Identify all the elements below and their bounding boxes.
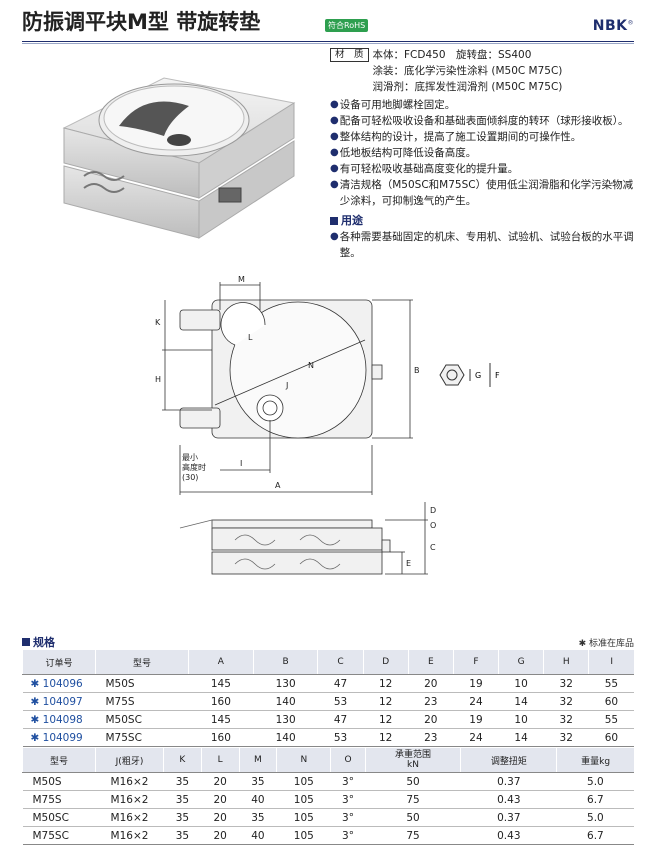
feature-item: ●有可轻松吸收基础高度变化的提升量。	[330, 163, 519, 175]
bullet-icon: ●	[330, 179, 339, 190]
dim-label-j: J	[285, 381, 288, 390]
dim-label-h: H	[155, 375, 161, 384]
min-height-label: 高度时	[182, 462, 206, 472]
feature-item: ●清洁规格（M50SC和M75SC）使用低尘润滑脂和化学污染物减少涂料，可抑制逸…	[330, 179, 634, 207]
bullet-icon: ●	[330, 147, 339, 158]
page-title: 防振调平块M型 带旋转垫	[22, 10, 261, 34]
bullet-icon: ●	[330, 115, 339, 126]
material-line: 涂装：底化学污染性涂料 (M50C M75C)	[372, 65, 563, 77]
usage-item: ●各种需要基础固定的机床、专用机、试验机、试验台板的水平调整。	[330, 231, 634, 259]
nbk-logo: NBK®	[592, 18, 634, 34]
col-header: N	[276, 748, 331, 773]
col-header: L	[200, 748, 239, 773]
col-header: M	[238, 748, 277, 773]
feature-item: ●低地板结构可降低设备高度。	[330, 147, 477, 159]
dim-label-l: L	[248, 333, 253, 342]
feature-list: ●设备可用地脚螺栓固定。 ●配备可轻松吸收设备和基础表面倾斜度的转环（球形接收板…	[330, 97, 640, 209]
col-header: 调整扭矩	[460, 748, 557, 773]
dim-label-d: D	[430, 506, 436, 515]
dim-label-m: M	[238, 275, 245, 284]
header-rule-thin	[22, 43, 634, 44]
square-icon	[22, 638, 30, 646]
table-header-row: 型号 J(粗牙) K L M N O 承重范围 kN 调整扭矩 重量kg	[22, 748, 634, 773]
material-line: 润滑剂：底挥发性润滑剂 (M50C M75C)	[372, 81, 563, 93]
material-line: 本体：FCD450 旋转盘：SS400	[372, 49, 532, 61]
product-photo	[62, 77, 296, 239]
col-header: O	[330, 748, 366, 773]
dim-label-b: B	[414, 366, 420, 375]
feature-item: ●配备可轻松吸收设备和基础表面倾斜度的转环（球形接收板）。	[330, 115, 629, 127]
spec-title: 规格	[33, 636, 55, 649]
col-header: 型号	[95, 650, 189, 675]
col-header: C	[317, 650, 364, 675]
header-rule	[22, 41, 634, 42]
col-header: 订单号	[22, 650, 96, 675]
bullet-icon: ●	[330, 163, 339, 174]
dim-label-f: F	[495, 371, 500, 380]
material-label: 材 质	[330, 48, 369, 62]
spec-table-performance: 型号 J(粗牙) K L M N O 承重范围 kN 调整扭矩 重量kg M50…	[22, 748, 634, 845]
nut-detail-drawing: G F	[439, 363, 500, 387]
col-header: J(粗牙)	[95, 748, 164, 773]
specs-block: 材 质 本体：FCD450 旋转盘：SS400 涂装：底化学污染性涂料 (M50…	[330, 47, 640, 261]
dim-label-i: I	[240, 459, 242, 468]
min-height-label: (30)	[182, 473, 198, 482]
min-height-label: 最小	[182, 453, 198, 462]
dim-label-e: E	[406, 559, 411, 568]
col-header: 承重范围 kN	[364, 748, 461, 773]
dim-label-a: A	[275, 481, 281, 490]
dim-label-c: C	[430, 543, 436, 552]
dim-label-k: K	[155, 318, 161, 327]
col-header: 重量kg	[556, 748, 634, 773]
dim-label-g: G	[475, 371, 481, 380]
col-header: K	[163, 748, 202, 773]
col-header: A	[188, 650, 254, 675]
col-header: D	[362, 650, 409, 675]
col-header: F	[452, 650, 499, 675]
col-header: 型号	[22, 748, 96, 773]
bullet-icon: ●	[330, 131, 339, 142]
col-header: E	[407, 650, 454, 675]
spec-heading: 规格 ✱ 标准在库品	[22, 634, 634, 650]
feature-item: ●整体结构的设计，提高了施工设置期间的可操作性。	[330, 131, 582, 143]
page-header: 防振调平块M型 带旋转垫 符合RoHS NBK®	[0, 0, 656, 40]
bullet-icon: ●	[330, 99, 339, 110]
dim-label-o: O	[430, 521, 436, 530]
dim-label-n: N	[308, 361, 314, 370]
col-header: H	[543, 650, 589, 675]
usage-heading: 用途	[330, 213, 640, 229]
feature-item: ●设备可用地脚螺栓固定。	[330, 99, 456, 111]
table-header-row: 订单号 型号 A B C D E F G H I	[22, 650, 634, 675]
bullet-icon: ●	[330, 231, 339, 242]
material-row: 材 质 本体：FCD450 旋转盘：SS400 涂装：底化学污染性涂料 (M50…	[330, 47, 640, 95]
col-header: I	[588, 650, 634, 675]
technical-drawing: M K H L N J I A B D O C E 最小 高度时 (30)	[155, 275, 436, 575]
col-header: G	[498, 650, 544, 675]
stock-note: ✱ 标准在库品	[578, 638, 634, 649]
rohs-badge: 符合RoHS	[325, 19, 369, 32]
square-icon	[330, 217, 338, 225]
col-header: B	[252, 650, 318, 675]
